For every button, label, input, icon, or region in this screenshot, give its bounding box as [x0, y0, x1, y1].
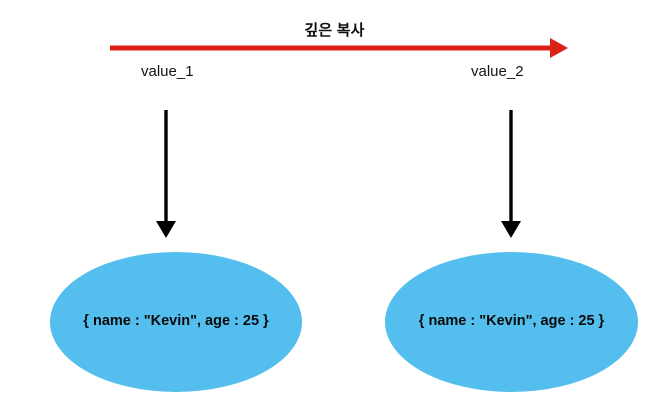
pointer-arrow-value-2	[501, 110, 521, 238]
object-text-left: { name : "Kevin", age : 25 }	[83, 313, 269, 329]
variable-label-value-2: value_2	[471, 63, 524, 80]
pointer-arrow-value-1-head	[156, 221, 176, 238]
object-ellipse-left	[50, 252, 302, 392]
pointer-arrow-value-2-head	[501, 221, 521, 238]
deep-copy-arrow-head	[550, 38, 568, 58]
variable-label-value-1: value_1	[141, 63, 194, 80]
diagram-title: 깊은 복사	[304, 22, 365, 39]
deep-copy-arrow	[110, 38, 568, 58]
pointer-arrow-value-1	[156, 110, 176, 238]
object-ellipse-right	[385, 252, 638, 392]
object-text-right: { name : "Kevin", age : 25 }	[418, 313, 605, 329]
